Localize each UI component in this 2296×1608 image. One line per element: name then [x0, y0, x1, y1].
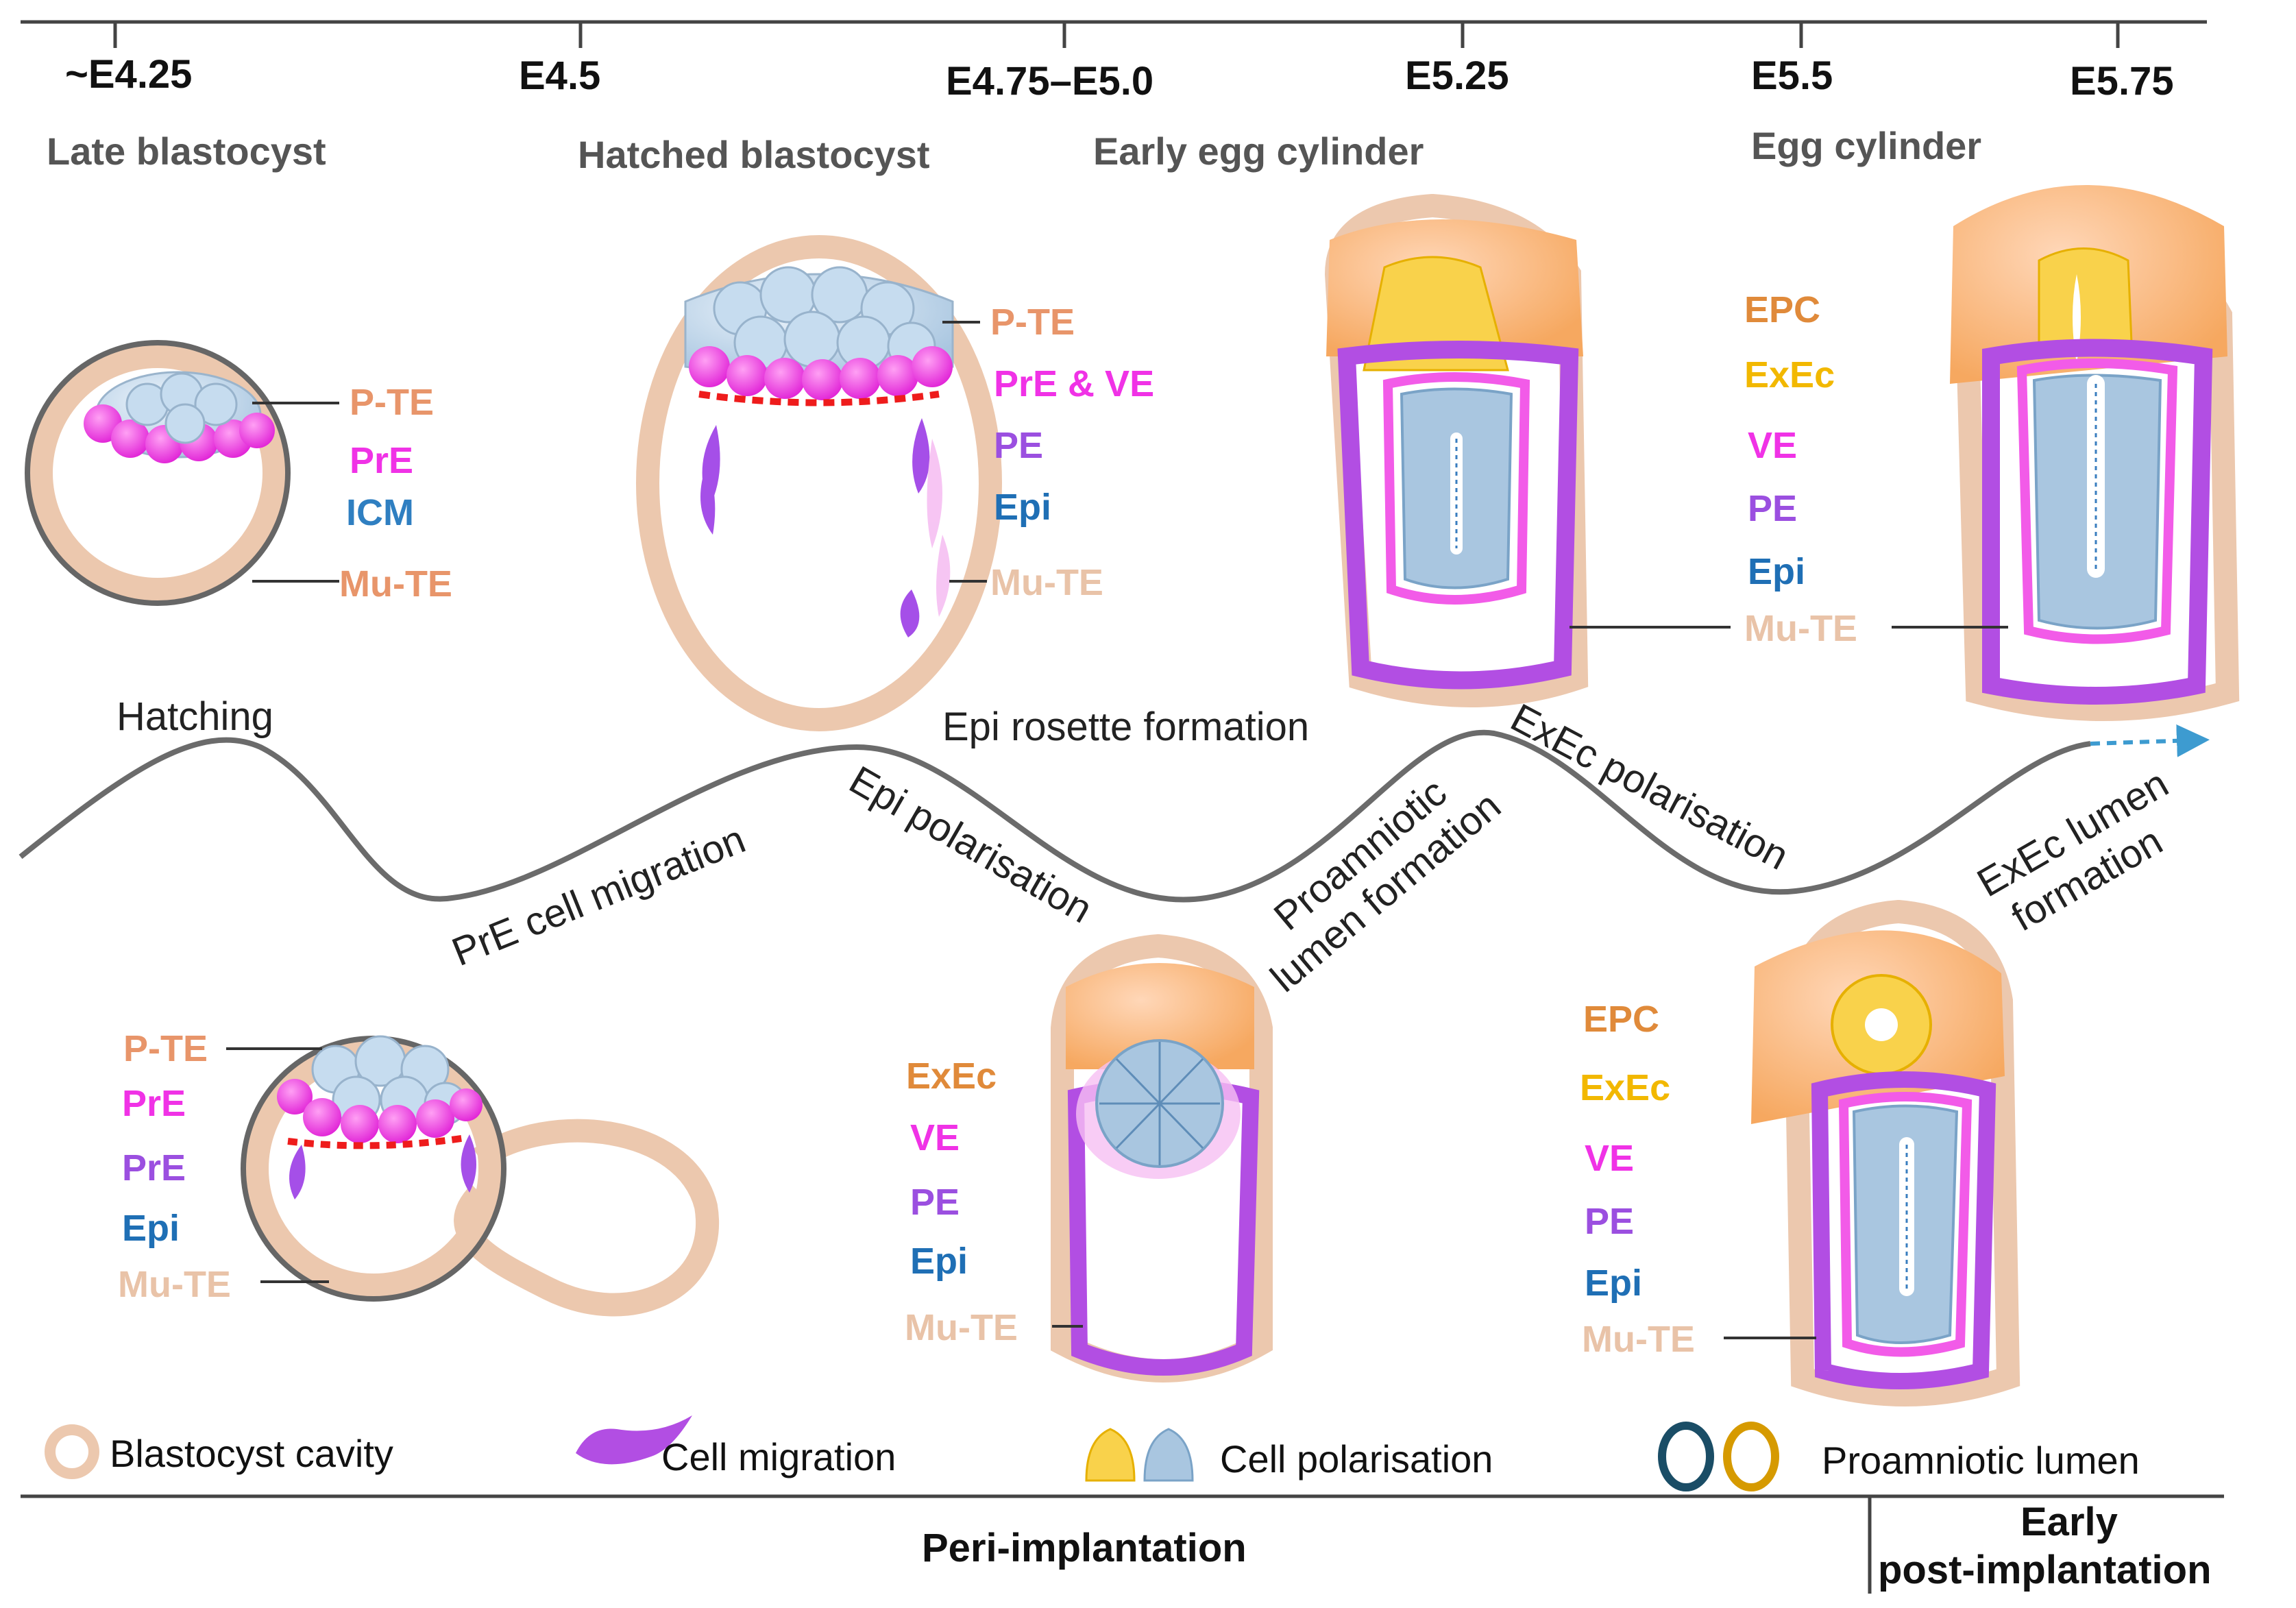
label-pe: PE — [1585, 1201, 1634, 1242]
late-blastocyst-icon — [25, 340, 291, 606]
label-pre-2: PrE — [122, 1147, 186, 1189]
stage-time: E4.75–E5.0 — [946, 59, 1153, 103]
cell-migration-icon — [576, 1415, 692, 1465]
arrow-icon — [2090, 724, 2210, 757]
stage-time: E5.75 — [2070, 59, 2174, 103]
label-epi: Epi — [994, 487, 1051, 528]
label-epi: Epi — [1748, 551, 1805, 592]
polarisation-blue-icon — [1143, 1428, 1194, 1482]
legend: Blastocyst cavity Cell migration Cell po… — [45, 1415, 2140, 1491]
label-epi: Epi — [1585, 1263, 1642, 1304]
lumen-blue-icon — [1658, 1422, 1714, 1491]
label-mu-te: Mu-TE — [339, 563, 452, 605]
label-mu-te: Mu-TE — [1744, 608, 1857, 649]
label-mu-te: Mu-TE — [990, 562, 1103, 603]
label-p-te: P-TE — [990, 302, 1075, 343]
hatched-blastocyst-icon — [636, 235, 1002, 731]
process-curve — [19, 729, 2091, 903]
label-p-te: P-TE — [350, 382, 434, 423]
egg-cylinder-e475-icon — [1051, 934, 1273, 1382]
label-pe: PE — [994, 425, 1043, 466]
label-exec: ExEc — [1580, 1067, 1670, 1108]
lumen-yellow-icon — [1723, 1422, 1779, 1491]
label-mu-te: Mu-TE — [905, 1307, 1018, 1348]
period-axis: Peri-implantation Early post-implantatio… — [21, 1494, 2224, 1594]
label-p-te: P-TE — [123, 1028, 208, 1069]
label-pe: PE — [1748, 488, 1797, 529]
stage-time: E5.25 — [1405, 53, 1509, 98]
label-pre: PrE — [350, 440, 413, 481]
legend-lumen: Proamniotic lumen — [1822, 1439, 2140, 1482]
period-early-2: post-implantation — [1878, 1548, 2212, 1592]
label-ve: VE — [910, 1117, 960, 1158]
legend-polarisation: Cell polarisation — [1220, 1437, 1493, 1481]
label-pre-ve: PrE & VE — [994, 363, 1154, 404]
egg-cylinder-e55-icon — [1751, 899, 2020, 1406]
label-pe: PE — [910, 1182, 960, 1223]
process-exec-polarisation: ExEc polarisation — [1504, 695, 1796, 879]
label-epi: Epi — [910, 1241, 968, 1282]
stage-name: Late blastocyst — [47, 130, 326, 173]
legend-cavity: Blastocyst cavity — [110, 1432, 393, 1475]
stage-name: Egg cylinder — [1751, 124, 1981, 167]
legend-migration: Cell migration — [661, 1435, 896, 1478]
process-hatching: Hatching — [117, 694, 273, 739]
stage-time: E4.5 — [519, 53, 600, 98]
label-epi: Epi — [122, 1208, 180, 1249]
timeline: ~E4.25 E4.5 E4.75–E5.0 E5.25 E5.5 E5.75 … — [21, 20, 2207, 176]
stage-time: E5.5 — [1751, 53, 1833, 98]
egg-cylinder-e575-icon — [1950, 185, 2240, 721]
stage-name: Early egg cylinder — [1093, 130, 1424, 173]
process-epi-rosette: Epi rosette formation — [942, 705, 1309, 749]
blastocyst-cavity-icon — [45, 1424, 99, 1479]
stage-time: ~E4.25 — [65, 52, 192, 97]
label-mu-te: Mu-TE — [1582, 1319, 1695, 1360]
label-epc: EPC — [1583, 999, 1659, 1040]
label-ve: VE — [1585, 1138, 1634, 1179]
label-pre: PrE — [122, 1083, 186, 1124]
period-peri: Peri-implantation — [922, 1526, 1247, 1570]
polarisation-yellow-icon — [1085, 1428, 1136, 1482]
stage-name: Hatched blastocyst — [578, 133, 930, 176]
label-icm: ICM — [346, 492, 414, 533]
period-early-1: Early — [2020, 1500, 2118, 1544]
label-exec: ExEc — [1744, 354, 1835, 395]
process-epi-polarisation: Epi polarisation — [842, 757, 1100, 932]
label-exec: ExEc — [906, 1056, 997, 1097]
egg-cylinder-e525-icon — [1324, 193, 1589, 707]
label-epc: EPC — [1744, 289, 1820, 330]
label-mu-te: Mu-TE — [118, 1264, 231, 1305]
label-ve: VE — [1748, 425, 1797, 466]
hatching-blastocyst-icon — [241, 1035, 719, 1317]
